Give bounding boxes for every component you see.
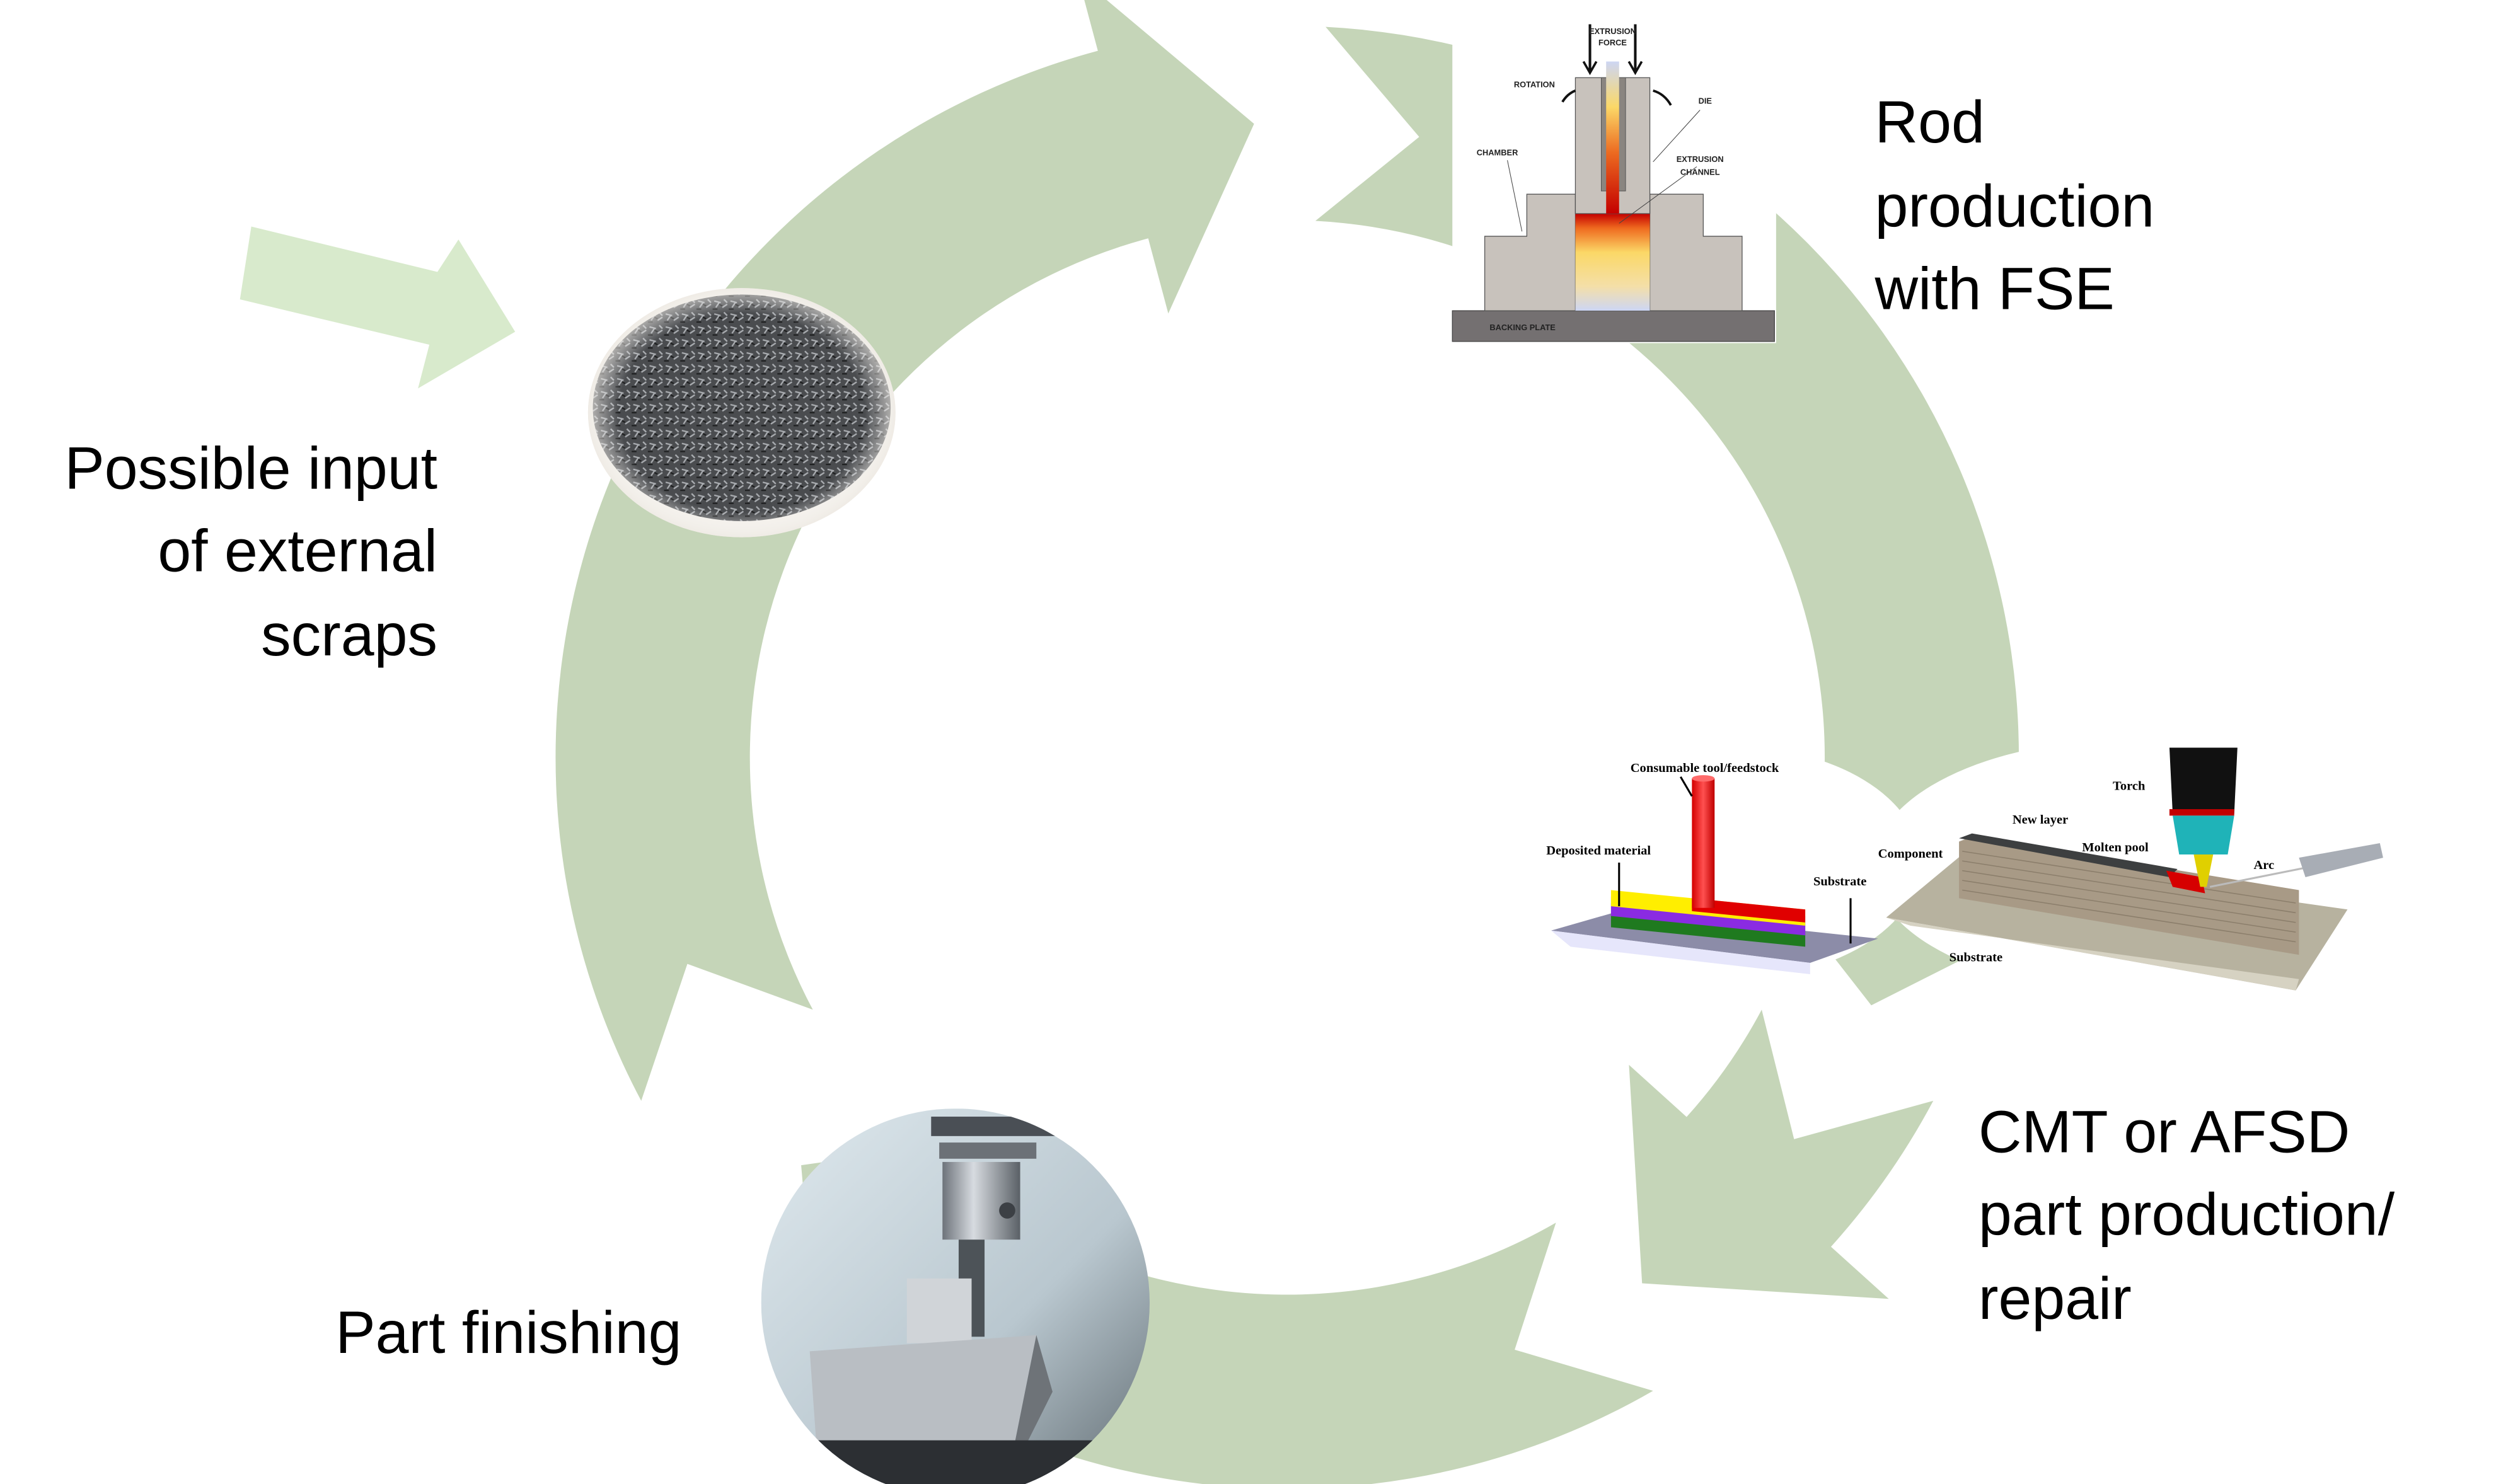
label-input-line-1: Possible input — [64, 435, 437, 502]
afsd-diagram: Consumable tool/feedstock Deposited mate… — [1538, 745, 1921, 979]
label-rod-line-1: Rod — [1875, 89, 1985, 156]
label-substrate-afsd: Substrate — [1813, 875, 1866, 889]
label-cmt-afsd: CMT or AFSD part production/ repair — [1979, 1099, 2395, 1333]
label-extrusion-channel-1: EXTRUSION — [1677, 154, 1724, 164]
label-deposited-material: Deposited material — [1546, 844, 1651, 858]
label-rod-line-2: production — [1875, 173, 2155, 240]
label-arc: Arc — [2253, 858, 2274, 872]
label-substrate-cmt: Substrate — [1950, 950, 2002, 964]
cmt-diagram: Torch New layer Molten pool Arc Componen… — [1873, 739, 2385, 992]
label-molten-pool: Molten pool — [2082, 841, 2149, 854]
input-arrow — [240, 226, 516, 389]
label-cmt-line-3: repair — [1979, 1265, 2132, 1332]
label-cmt-line-2: part production/ — [1979, 1182, 2395, 1248]
label-extrusion-force-2: FORCE — [1598, 38, 1627, 47]
label-component: Component — [1878, 847, 1943, 861]
fse-diagram: EXTRUSION FORCE ROTATION DIE CHAMBER EXT… — [1452, 13, 1776, 343]
milling-photo — [761, 1108, 1150, 1484]
label-input-line-2: of external — [158, 518, 437, 585]
label-chamber: CHAMBER — [1477, 148, 1518, 158]
label-consumable-tool: Consumable tool/feedstock — [1631, 761, 1779, 775]
label-cmt-line-1: CMT or AFSD — [1979, 1099, 2350, 1166]
scrap-chips-image — [587, 288, 896, 538]
label-part-finishing: Part finishing — [335, 1299, 681, 1366]
label-die: DIE — [1699, 96, 1713, 105]
label-extrusion-channel-2: CHANNEL — [1680, 167, 1720, 176]
label-new-layer: New layer — [2013, 813, 2068, 827]
label-rod-line-3: with FSE — [1875, 256, 2115, 323]
label-rod-production: Rod production with FSE — [1875, 89, 2155, 323]
label-backing-plate: BACKING PLATE — [1489, 323, 1556, 332]
label-torch: Torch — [2113, 779, 2146, 793]
cycle-arrow-3 — [1629, 1009, 1934, 1299]
label-rotation: ROTATION — [1514, 80, 1555, 89]
cycle-arrow-2 — [1315, 26, 2084, 1006]
cycle-arrow-1 — [555, 0, 1254, 1101]
label-possible-input: Possible input of external scraps — [64, 435, 437, 669]
label-extrusion-force-1: EXTRUSION — [1589, 26, 1636, 36]
label-input-line-3: scraps — [261, 602, 437, 669]
